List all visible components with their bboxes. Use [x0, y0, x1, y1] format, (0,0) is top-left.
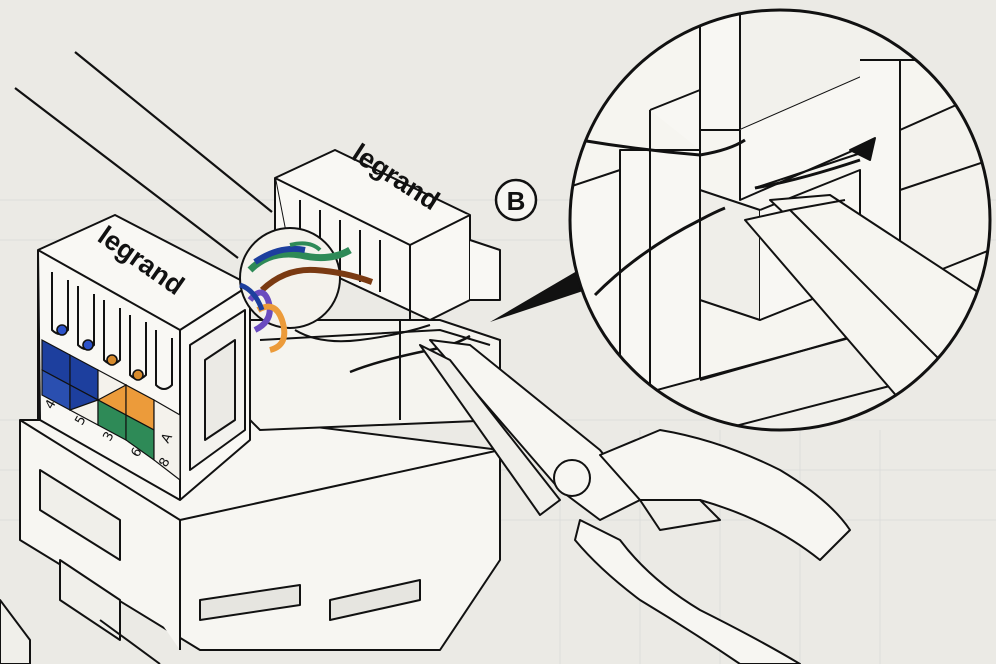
cable-sheath — [14, 51, 273, 259]
magnifier-pointer — [490, 268, 586, 322]
detail-magnifier — [568, 8, 992, 432]
color-code-panel — [41, 338, 181, 482]
wire-bundle — [239, 227, 431, 353]
callout-b: B — [494, 178, 538, 222]
idc-contacts — [56, 324, 144, 381]
magnifier-rim — [568, 8, 992, 432]
cutting-pliers — [419, 339, 851, 664]
front-cap — [37, 214, 251, 501]
callout-letter: B — [507, 186, 526, 216]
